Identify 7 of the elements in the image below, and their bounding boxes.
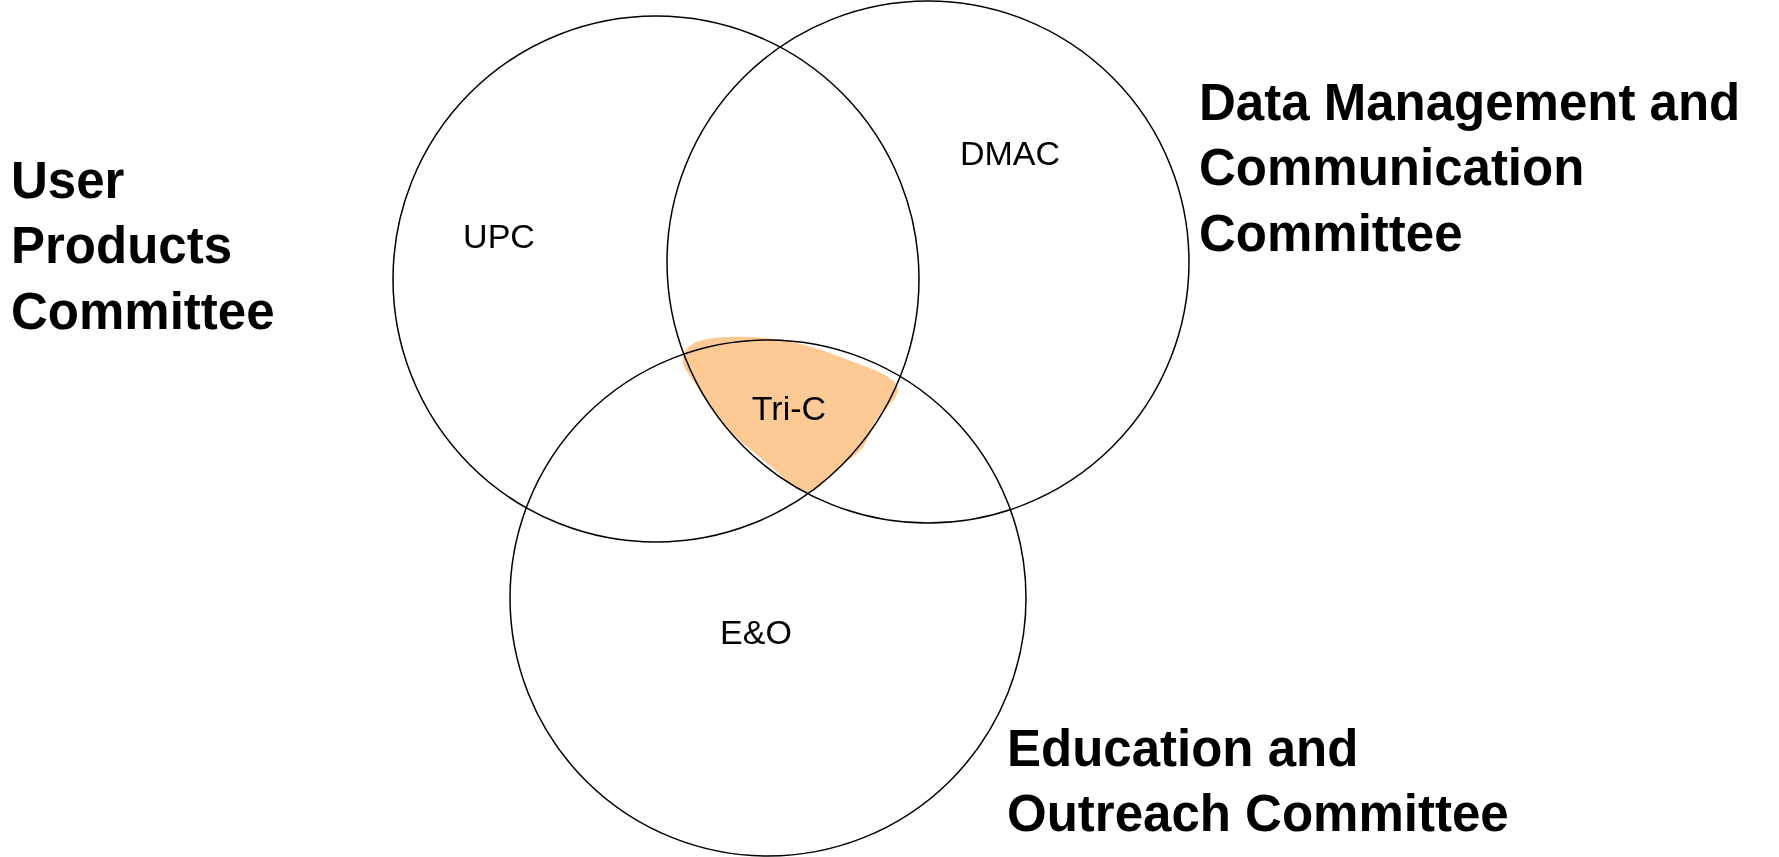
region-label: Tri-C — [751, 388, 827, 428]
committee-heading: Education and Outreach Committee — [1007, 719, 1510, 845]
committee-heading: Data Management and Communication Committee — [1199, 73, 1742, 264]
region-label: DMAC — [959, 133, 1061, 173]
region-label: UPC — [463, 216, 535, 256]
region-label: E&O — [720, 612, 792, 652]
committee-heading: User Products Committee — [11, 151, 276, 342]
